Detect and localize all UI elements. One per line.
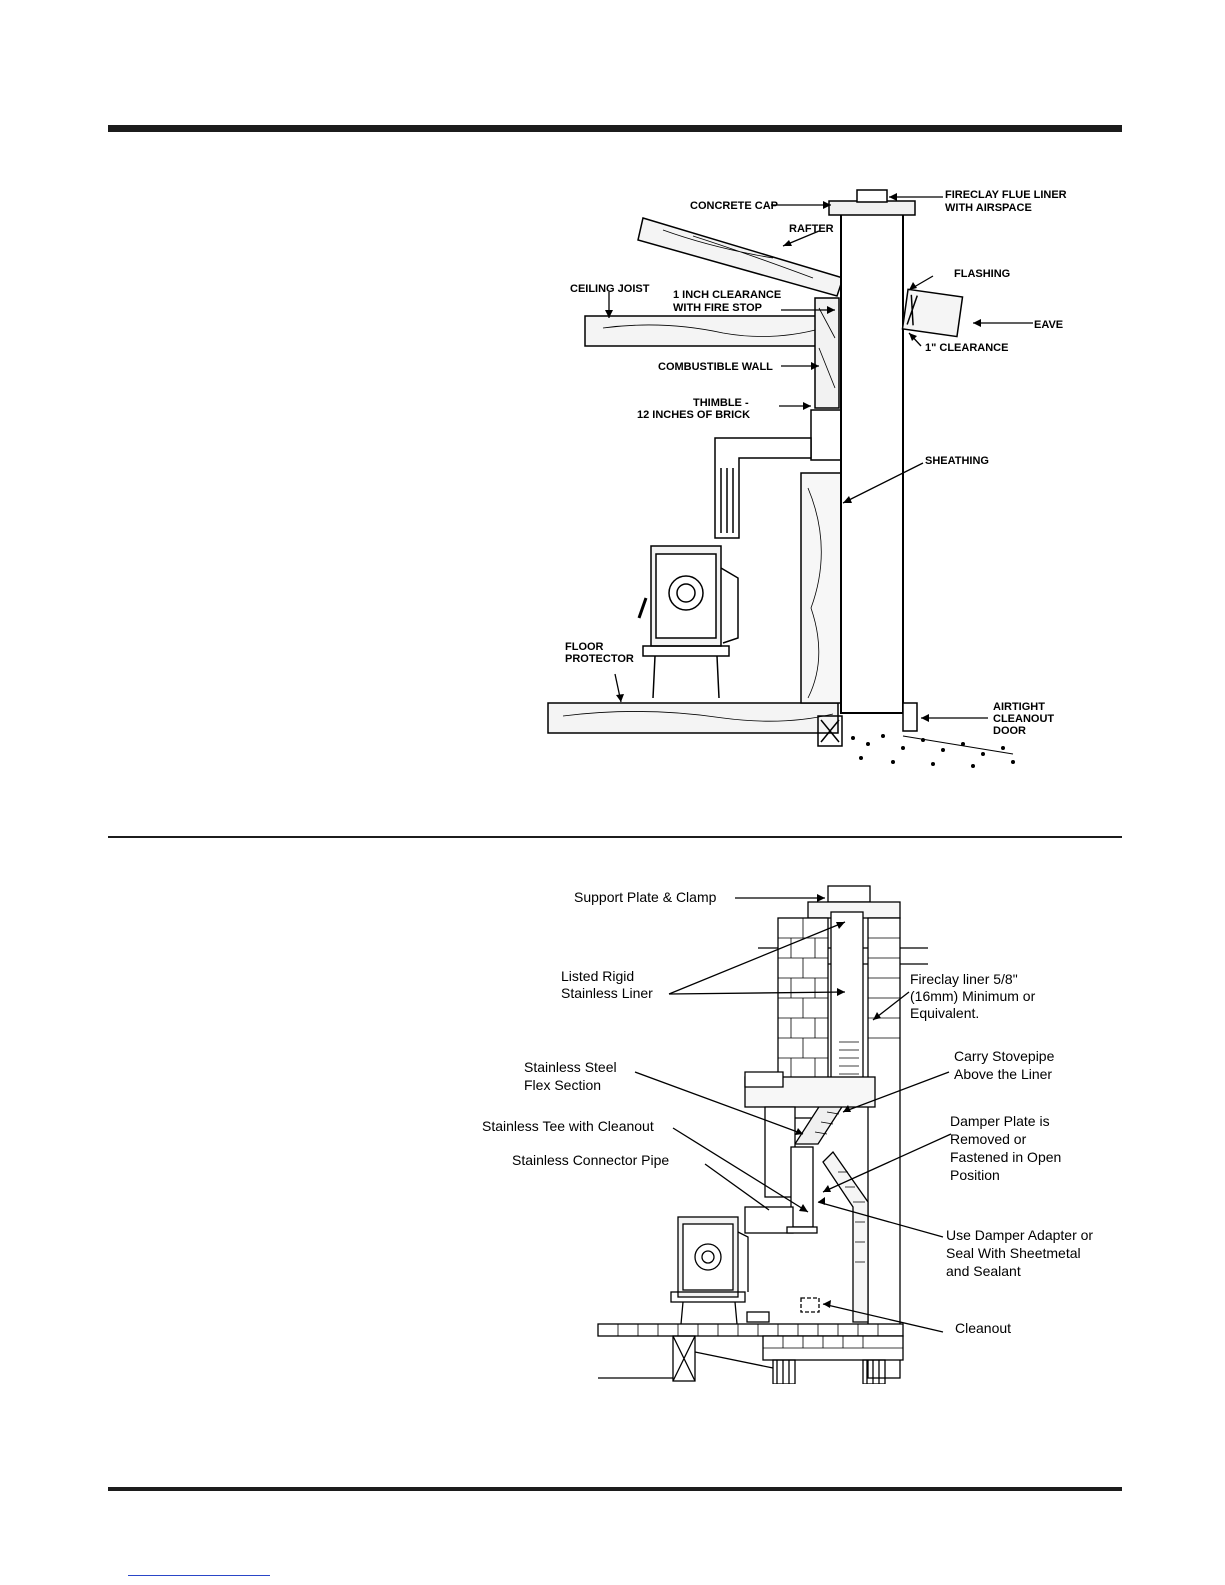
label-airtight-3: DOOR — [993, 725, 1026, 737]
concrete-cap-shape — [828, 200, 916, 216]
thimble-shape — [810, 409, 842, 461]
combustible-wall-shape — [814, 297, 840, 409]
label-carry-1: Carry Stovepipe — [954, 1048, 1055, 1064]
rafter-shape — [637, 217, 844, 297]
cleanout-box — [800, 1297, 820, 1313]
label-thimble-1: THIMBLE - — [693, 397, 749, 409]
label-damper-2: Removed or — [950, 1131, 1027, 1147]
top-rule — [108, 125, 1122, 132]
support-plate-shape — [827, 885, 871, 903]
label-damper-3: Fastened in Open — [950, 1149, 1061, 1165]
label-fireclay-3: Equivalent. — [910, 1005, 979, 1021]
stainless-tee-shape — [790, 1146, 814, 1228]
label-carry-2: Above the Liner — [954, 1066, 1052, 1082]
label-floor-2: PROTECTOR — [565, 653, 634, 665]
label-clearance-2: WITH FIRE STOP — [673, 302, 762, 314]
chimney-brick-right — [867, 917, 901, 1379]
ground-gravel — [851, 734, 1015, 768]
flue-liner-top — [856, 189, 888, 203]
label-thimble-2: 12 INCHES OF BRICK — [637, 409, 750, 421]
footer-link-underline — [128, 1575, 270, 1576]
figure-masonry-chimney: CONCRETE CAP FIRECLAY FLUE LINER WITH AI… — [543, 188, 1098, 775]
label-support-plate: Support Plate & Clamp — [574, 889, 717, 905]
stove-drawing — [637, 545, 739, 699]
bottom-rule — [108, 1487, 1122, 1491]
label-floor-1: FLOOR — [565, 641, 604, 653]
label-fireclay-1: Fireclay liner 5/8" — [910, 971, 1018, 987]
label-sheathing: SHEATHING — [925, 455, 989, 467]
label-flex-1: Stainless Steel — [524, 1059, 617, 1075]
label-flashing: FLASHING — [954, 268, 1010, 280]
middle-rule — [108, 836, 1122, 838]
label-ceiling-joist: CEILING JOIST — [570, 283, 650, 295]
label-listed-liner-1: Listed Rigid — [561, 968, 634, 984]
figure-masonry-liner: Support Plate & Clamp Listed Rigid Stain… — [473, 872, 1127, 1384]
stainless-liner-shape — [830, 911, 864, 1083]
label-clearance-1: 1 INCH CLEARANCE — [673, 289, 781, 301]
label-flex-2: Flex Section — [524, 1077, 601, 1093]
chimney-shape — [840, 212, 904, 714]
label-fireclay-2: (16mm) Minimum or — [910, 988, 1036, 1004]
stovepipe-shape — [714, 437, 812, 539]
label-adapter-2: Seal With Sheetmetal — [946, 1245, 1081, 1261]
connector-pipe-shape — [744, 1206, 794, 1234]
label-one-inch-clearance: 1" CLEARANCE — [925, 342, 1008, 354]
floor-shape — [547, 702, 839, 734]
label-eave: EAVE — [1034, 319, 1063, 331]
label-adapter-3: and Sealant — [946, 1263, 1021, 1279]
ceiling-joist-shape — [584, 315, 836, 347]
cleanout-door-shape — [902, 702, 918, 732]
label-cleanout: Cleanout — [955, 1320, 1011, 1336]
label-listed-liner-2: Stainless Liner — [561, 985, 653, 1001]
label-concrete-cap: CONCRETE CAP — [690, 200, 778, 212]
label-fireclay-liner-2: WITH AIRSPACE — [945, 202, 1032, 214]
label-airtight-2: CLEANOUT — [993, 713, 1054, 725]
label-damper-4: Position — [950, 1167, 1000, 1183]
eave-drawing — [901, 288, 964, 338]
label-connector: Stainless Connector Pipe — [512, 1152, 669, 1168]
label-airtight-1: AIRTIGHT — [993, 701, 1045, 713]
hearth-floor — [597, 1323, 904, 1361]
label-combustible-wall: COMBUSTIBLE WALL — [658, 361, 773, 373]
label-damper-1: Damper Plate is — [950, 1113, 1050, 1129]
label-rafter: RAFTER — [789, 223, 834, 235]
label-fireclay-liner-1: FIRECLAY FLUE LINER — [945, 189, 1067, 201]
label-tee: Stainless Tee with Cleanout — [482, 1118, 654, 1134]
stove-drawing-2 — [670, 1216, 770, 1325]
label-adapter-1: Use Damper Adapter or — [946, 1227, 1093, 1243]
